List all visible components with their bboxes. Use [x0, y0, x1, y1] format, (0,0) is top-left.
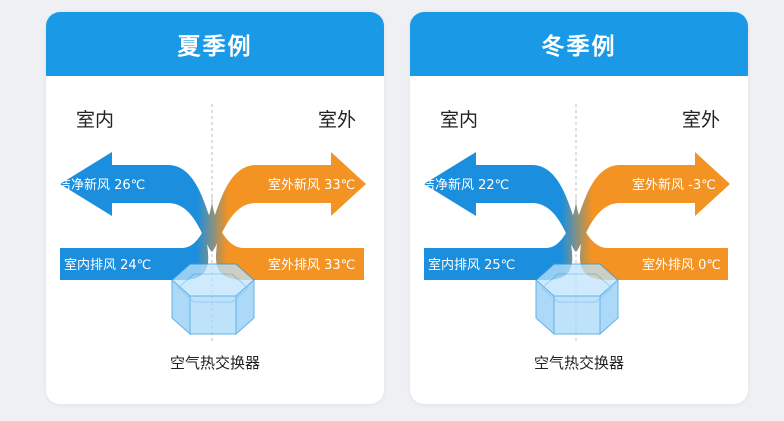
- panel-title: 冬季例: [410, 12, 748, 76]
- indoor-label: 室内: [440, 109, 479, 131]
- exhaust-air-flow: [424, 197, 728, 280]
- heat-exchanger-label: 空气热交换器: [169, 354, 260, 372]
- heat-exchanger-icon: [171, 263, 255, 336]
- exhaust-indoor-label: 室内排风 24℃: [64, 257, 151, 273]
- fresh-air-flow: [60, 152, 366, 252]
- outdoor-label: 室外: [317, 109, 356, 131]
- indoor-label: 室内: [76, 109, 115, 131]
- airflow-diagram: 洁净新风 22℃ 室外新风 -3℃ 室内排风 25℃ 室外排风 0℃: [422, 104, 730, 342]
- exhaust-indoor-label: 室内排风 25℃: [428, 257, 515, 273]
- fresh-air-indoor-label: 洁净新风 22℃: [422, 177, 509, 193]
- panel-title: 夏季例: [46, 12, 384, 76]
- exhaust-outdoor-label: 室外排风 0℃: [642, 257, 721, 273]
- winter-panel: 冬季例 洁净新风 22℃ 室外新风 -3℃ 室内排风 25℃ 室外排风 0℃ 室…: [410, 12, 748, 404]
- fresh-air-indoor-label: 洁净新风 26℃: [58, 177, 145, 193]
- exhaust-air-flow: [60, 197, 364, 280]
- outdoor-label: 室外: [681, 109, 720, 131]
- summer-panel: 夏季例 洁净新风 26℃ 室外新风 33℃ 室内排风 24℃ 室外排风 33℃ …: [46, 12, 384, 404]
- fresh-air-flow: [424, 152, 730, 252]
- exhaust-outdoor-label: 室外排风 33℃: [268, 257, 355, 273]
- heat-exchanger-icon: [535, 263, 619, 336]
- heat-exchanger-label: 空气热交换器: [533, 354, 624, 372]
- fresh-air-outdoor-label: 室外新风 -3℃: [632, 177, 716, 193]
- airflow-diagram: 洁净新风 26℃ 室外新风 33℃ 室内排风 24℃ 室外排风 33℃: [58, 104, 366, 342]
- fresh-air-outdoor-label: 室外新风 33℃: [268, 177, 355, 193]
